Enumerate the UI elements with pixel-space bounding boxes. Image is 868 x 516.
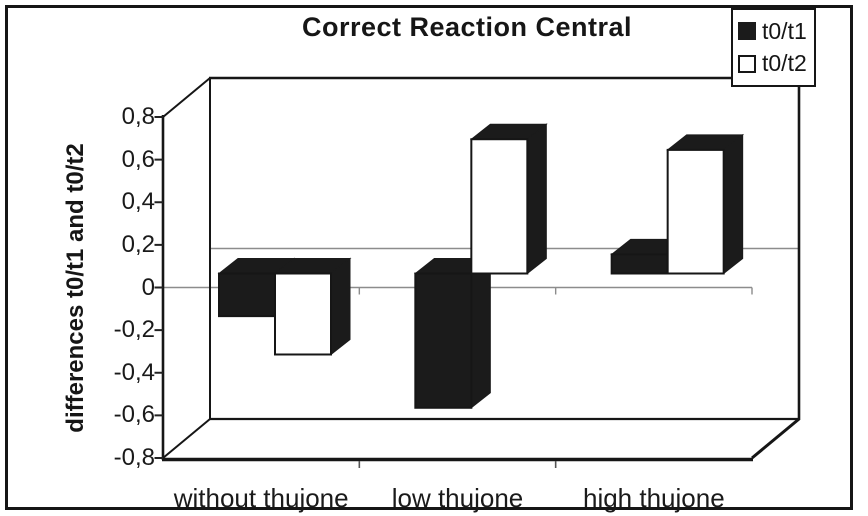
y-tick-label-0-8: 0,8	[121, 103, 155, 130]
legend-item-t0t1: t0/t1	[738, 17, 814, 44]
legend-label: t0/t2	[762, 50, 807, 77]
x-category-label-high-thujone: high thujone	[582, 483, 725, 513]
bar-t0-t2-high-thujone-front-face	[666, 148, 725, 275]
bar-t0-t1-high-thujone-front-face	[610, 253, 669, 275]
bottom-left-depth-edge	[162, 418, 211, 459]
y-tick-label-0: 0	[141, 273, 155, 301]
y-tick-label-0-8: -0,8	[113, 444, 155, 471]
x-category-label-without-thujone: without thujone	[173, 483, 349, 513]
y-tick-label-0-4: 0,4	[121, 188, 155, 216]
y-tick-label-0-6: 0,6	[121, 145, 155, 173]
bar-t0-t2-without-thujone-front-face	[274, 272, 332, 356]
x-category-label-low-thujone: low thujone	[391, 483, 524, 513]
bar-t0-t1-low-thujone-front-face	[414, 272, 473, 409]
legend-label: t0/t1	[762, 17, 807, 44]
bar-t0-t1-without-thujone-front-face	[218, 272, 276, 318]
legend-box: t0/t1 t0/t2	[731, 8, 816, 87]
legend-swatch-filled-icon	[738, 22, 756, 41]
bar-t0-t2-low-thujone-front-face	[470, 138, 529, 275]
bottom-right-depth-edge	[751, 417, 800, 460]
bar-t0-t1-low-thujone-side-face	[470, 257, 491, 409]
y-tick-label-0-2: 0,2	[121, 230, 155, 258]
bar-t0-t2-without-thujone-side-face	[330, 257, 351, 356]
bar-t0-t2-low-thujone-side-face	[526, 123, 547, 275]
y-tick-label-0-4: -0,4	[113, 358, 155, 386]
bar-t0-t2-high-thujone-side-face	[723, 133, 744, 275]
y-tick-label-0-6: -0,6	[113, 401, 155, 429]
top-left-depth-edge	[162, 77, 211, 118]
legend-swatch-open-icon	[738, 54, 756, 73]
y-tick-label-0-2: -0,2	[113, 316, 155, 344]
legend-item-t0t2: t0/t2	[738, 52, 814, 75]
chart-title: Correct Reaction Central	[301, 12, 633, 42]
